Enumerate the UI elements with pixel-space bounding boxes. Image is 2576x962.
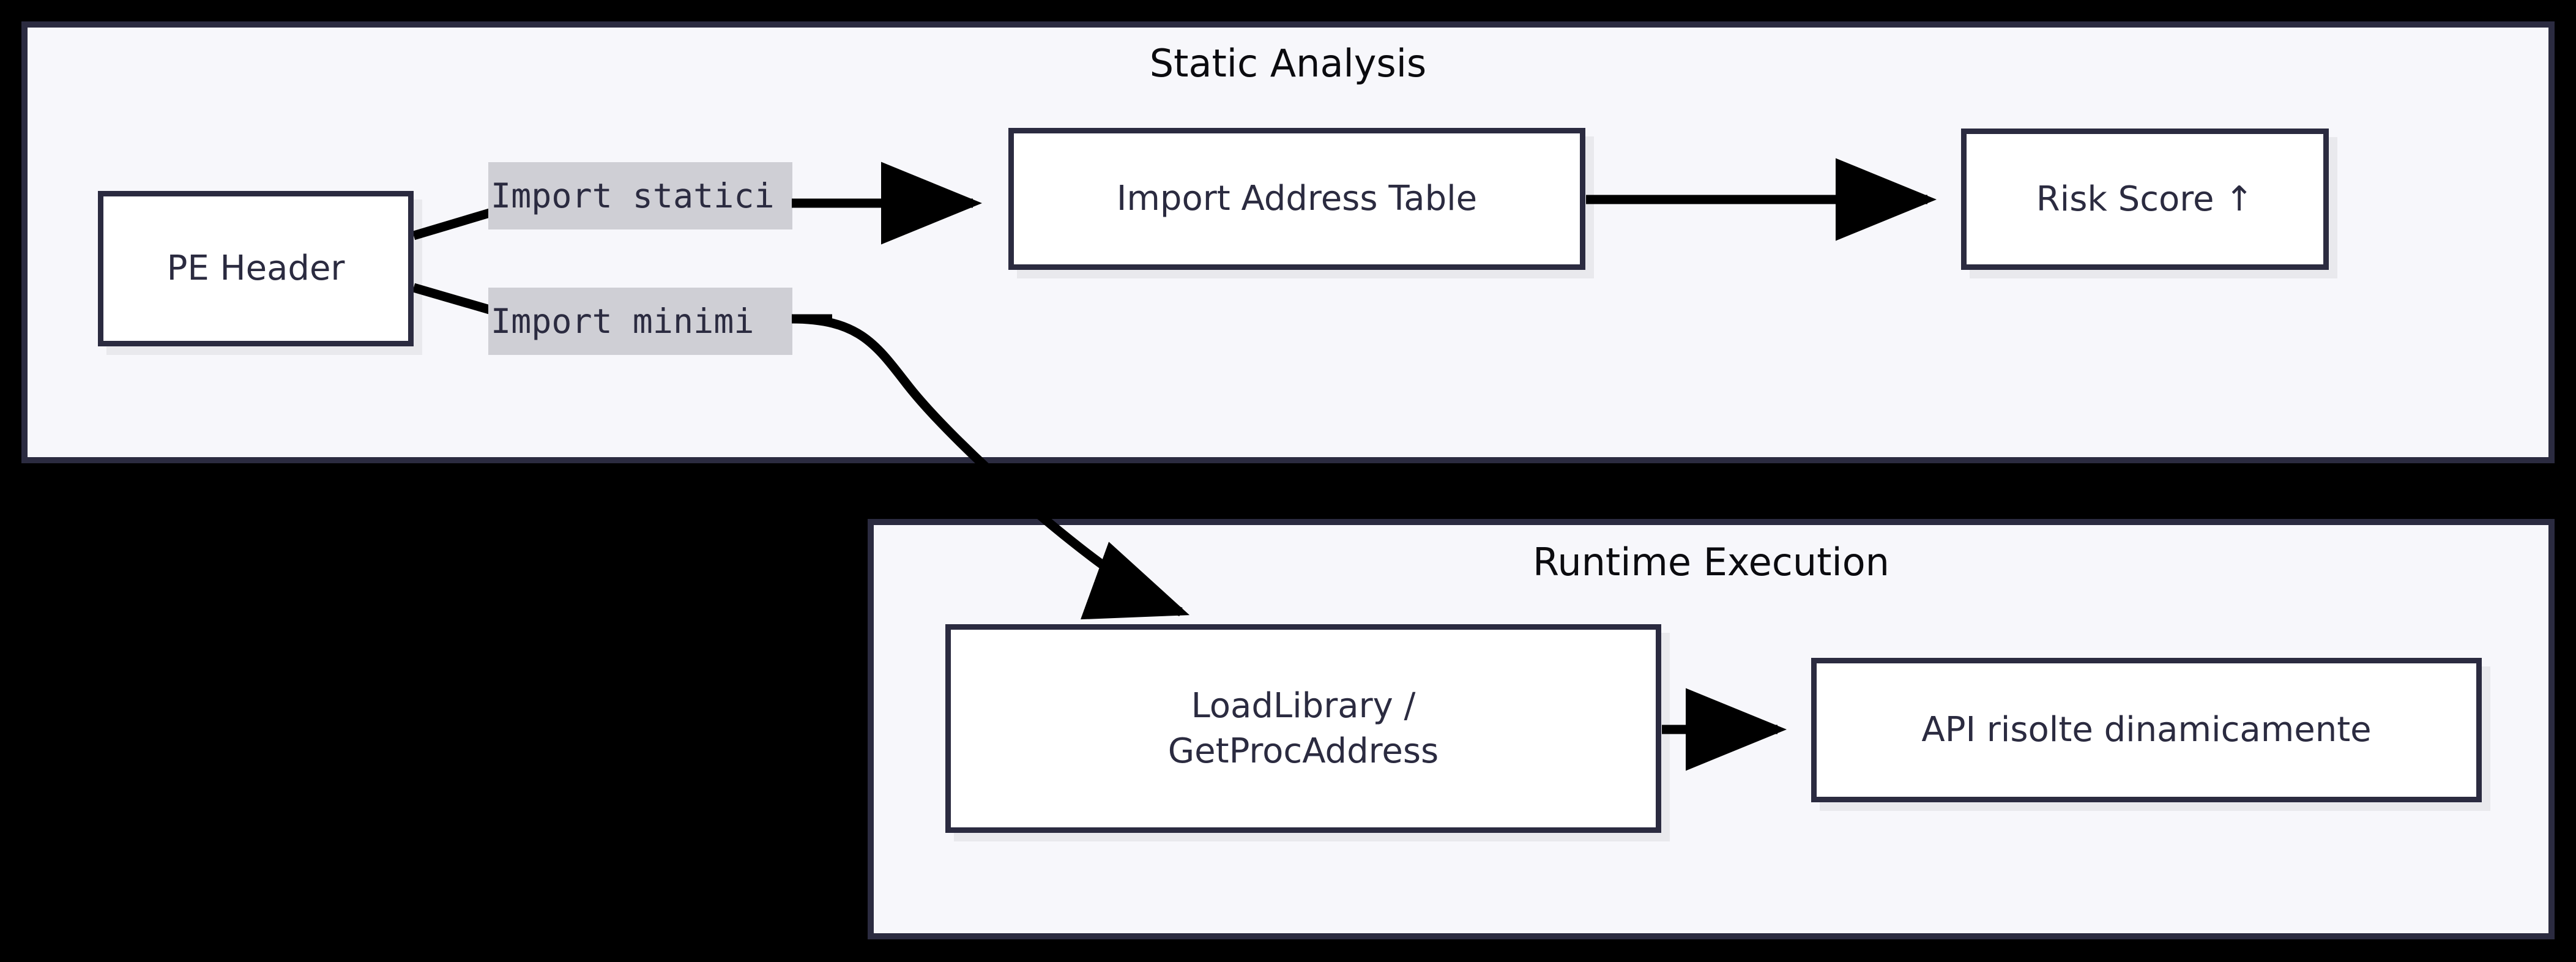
- node-loadlibrary-line2: GetProcAddress: [1167, 731, 1439, 771]
- cluster-runtime-execution-title: Runtime Execution: [1533, 540, 1889, 584]
- cluster-static-analysis-title: Static Analysis: [1149, 41, 1427, 86]
- node-api-risolte-dinamicamente[interactable]: API risolte dinamicamente: [1811, 658, 2482, 802]
- node-risk-score-label: Risk Score ↑: [2036, 179, 2254, 219]
- node-loadlibrary-line1: LoadLibrary /: [1191, 685, 1416, 726]
- edge-label-import-statici-text: Import statici: [491, 176, 775, 215]
- node-import-address-table-label: Import Address Table: [1116, 179, 1478, 219]
- node-loadlibrary-getprocaddress[interactable]: LoadLibrary / GetProcAddress: [945, 624, 1661, 833]
- node-loadlibrary-getprocaddress-label: LoadLibrary / GetProcAddress: [1168, 684, 1439, 774]
- edge-label-import-minimi-text: Import minimi: [491, 301, 754, 341]
- edge-label-import-statici: Import statici: [488, 162, 792, 229]
- node-pe-header[interactable]: PE Header: [98, 191, 414, 346]
- node-import-address-table[interactable]: Import Address Table: [1008, 128, 1585, 270]
- node-pe-header-label: PE Header: [166, 248, 345, 289]
- node-risk-score[interactable]: Risk Score ↑: [1961, 129, 2329, 270]
- node-api-risolte-dinamicamente-label: API risolte dinamicamente: [1921, 710, 2372, 750]
- edge-label-import-minimi: Import minimi: [488, 288, 792, 355]
